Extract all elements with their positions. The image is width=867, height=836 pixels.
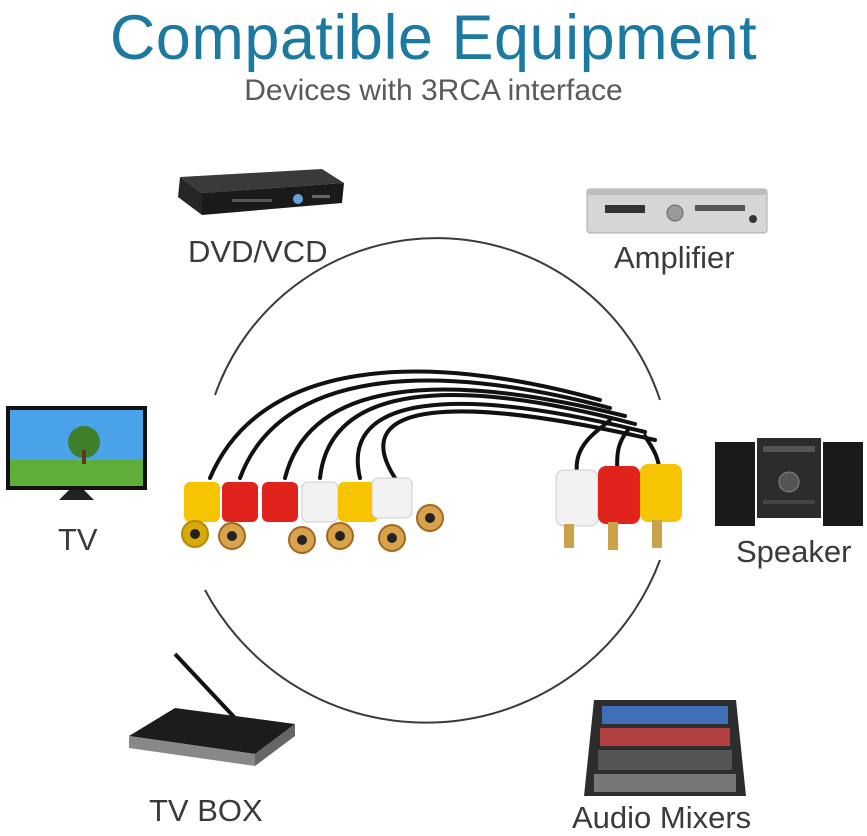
device-label-audio-mixers: Audio Mixers bbox=[572, 800, 752, 835]
device-label-amplifier: Amplifier bbox=[614, 240, 735, 275]
device-label-dvd: DVD/VCD bbox=[188, 234, 328, 269]
dvd-player-icon bbox=[178, 169, 344, 215]
page-subtitle: Devices with 3RCA interface bbox=[244, 74, 623, 107]
amplifier-icon bbox=[586, 188, 768, 234]
tv-box-icon bbox=[129, 652, 295, 766]
audio-mixer-icon bbox=[584, 700, 746, 796]
page-title: Compatible Equipment bbox=[109, 3, 758, 73]
tv-icon bbox=[6, 406, 147, 500]
speaker-system-icon bbox=[715, 438, 863, 526]
device-label-tv: TV bbox=[58, 522, 98, 557]
device-label-speaker: Speaker bbox=[736, 534, 852, 569]
device-label-tv-box: TV BOX bbox=[149, 793, 263, 828]
